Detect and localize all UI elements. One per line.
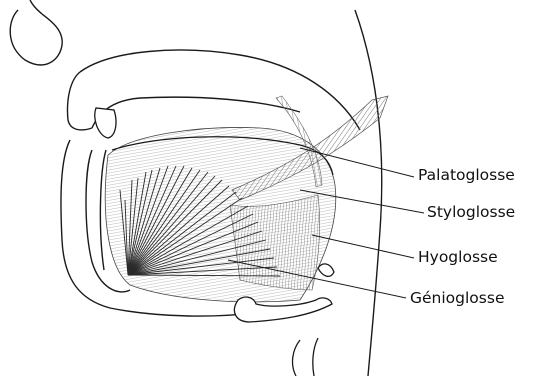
label-hyoglossus: Hyoglosse [418, 250, 498, 266]
leader-hyoglossus [312, 235, 414, 258]
label-palatoglossus: Palatoglosse [418, 168, 515, 184]
label-genioglossus: Génioglosse [410, 291, 504, 307]
label-styloglossus: Styloglosse [427, 205, 515, 221]
upper-incisor [95, 108, 116, 138]
